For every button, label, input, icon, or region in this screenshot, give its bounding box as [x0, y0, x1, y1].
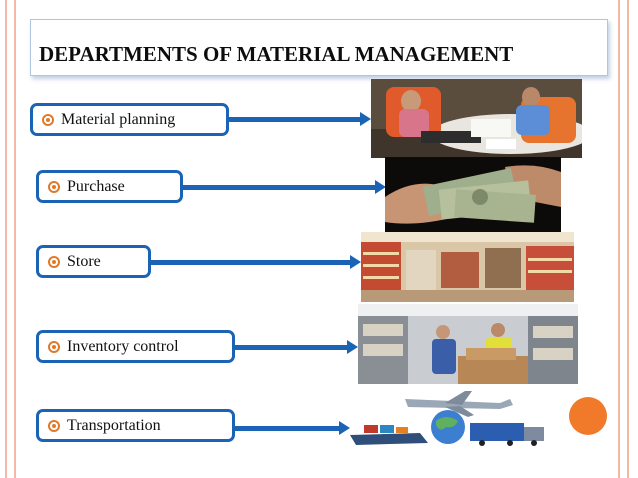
arrow-icon	[183, 180, 386, 194]
item-box-inventory-control: Inventory control	[36, 330, 235, 363]
decorative-stripe-left-1	[5, 0, 7, 478]
item-box-purchase: Purchase	[36, 170, 183, 203]
item-box-transportation: Transportation	[36, 409, 235, 442]
bullet-icon	[48, 420, 60, 432]
bullet-icon	[48, 181, 60, 193]
warehouse-photo	[358, 304, 578, 384]
arrow-icon	[235, 421, 350, 435]
bullet-icon	[42, 114, 54, 126]
transport-photo	[350, 385, 546, 450]
item-label: Store	[67, 253, 101, 270]
item-label: Purchase	[67, 178, 125, 195]
item-box-store: Store	[36, 245, 151, 278]
slide-title: DEPARTMENTS OF MATERIAL MANAGEMENT	[39, 42, 514, 66]
arrow-icon	[229, 112, 371, 126]
bullet-icon	[48, 256, 60, 268]
title-box: DEPARTMENTS OF MATERIAL MANAGEMENT	[30, 19, 608, 76]
item-label: Material planning	[61, 111, 176, 128]
item-label: Inventory control	[67, 338, 179, 355]
decorative-stripe-right-1	[618, 0, 620, 478]
item-box-material-planning: Material planning	[30, 103, 229, 136]
meeting-photo	[371, 79, 582, 158]
store-photo	[361, 232, 574, 302]
arrow-icon	[235, 340, 358, 354]
decorative-stripe-right-2	[627, 0, 629, 478]
arrow-icon	[151, 255, 361, 269]
decorative-stripe-left-2	[14, 0, 16, 478]
money-photo	[385, 157, 561, 232]
bullet-icon	[48, 341, 60, 353]
accent-circle	[569, 397, 607, 435]
item-label: Transportation	[67, 417, 161, 434]
